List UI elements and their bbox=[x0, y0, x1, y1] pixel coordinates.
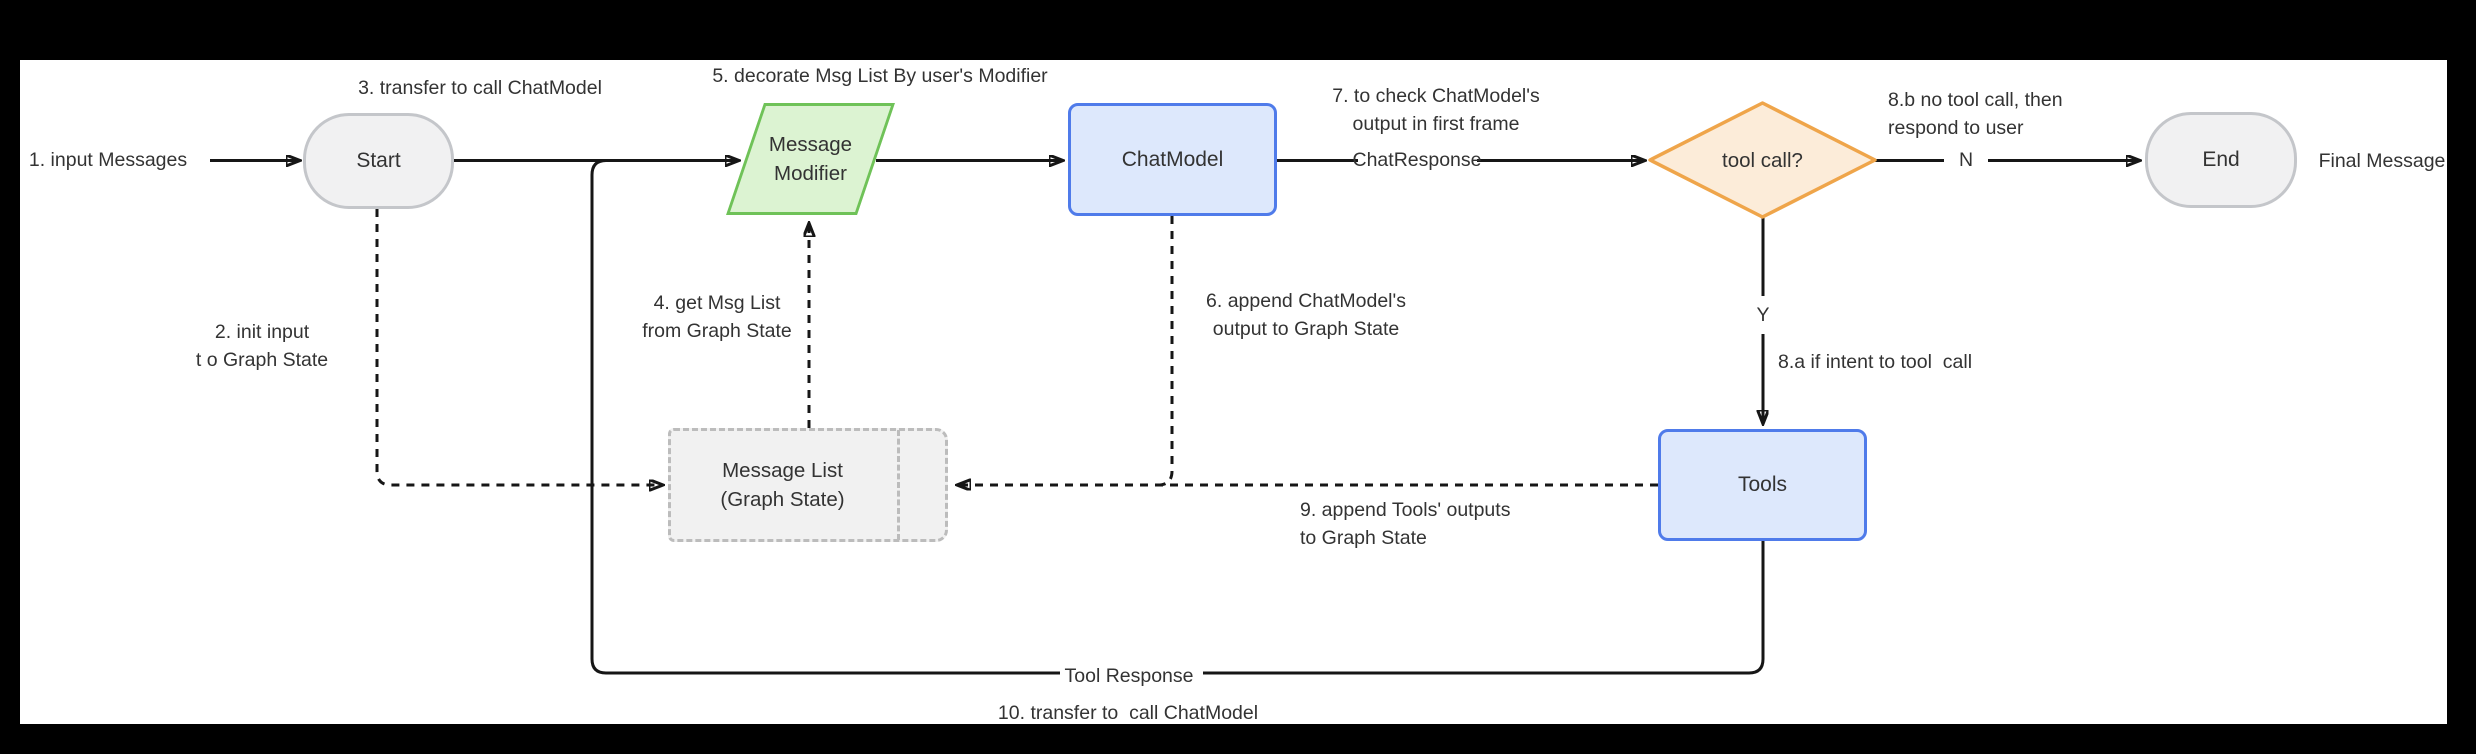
label-step6-line2: output to Graph State bbox=[1212, 318, 1400, 340]
node-message-list-label: Message List (Graph State) bbox=[668, 428, 897, 542]
label-step8b-line1: 8.b no tool call, then bbox=[1888, 89, 2063, 111]
node-tools-label: Tools bbox=[1737, 473, 1788, 496]
node-end: End bbox=[2145, 112, 2297, 208]
label-yes: Y bbox=[1756, 304, 1770, 326]
label-no: N bbox=[1958, 149, 1974, 171]
message-modifier-line1: Message bbox=[768, 133, 853, 156]
label-final-message: Final Message bbox=[2318, 150, 2446, 172]
label-step9: 9. append Tools' outputs to Graph State bbox=[1300, 496, 1510, 552]
label-step7: 7. to check ChatModel's output in first … bbox=[1332, 82, 1540, 138]
message-list-line1: Message List bbox=[722, 459, 843, 482]
tool-call-text: tool call? bbox=[1722, 148, 1803, 172]
label-tool-response: Tool Response bbox=[1064, 665, 1194, 687]
label-step9-line1: 9. append Tools' outputs bbox=[1300, 499, 1511, 521]
node-start-label: Start bbox=[356, 149, 401, 172]
node-chatmodel: ChatModel bbox=[1068, 103, 1277, 216]
label-step2-line2: t o Graph State bbox=[195, 349, 329, 371]
label-step7-line2: output in first frame bbox=[1352, 113, 1520, 135]
label-step2-line1: 2. init input bbox=[214, 321, 310, 343]
label-step5: 5. decorate Msg List By user's Modifier bbox=[712, 65, 1048, 87]
label-chat-response: ChatResponse bbox=[1352, 149, 1482, 171]
label-step4-line1: 4. get Msg List bbox=[653, 292, 781, 314]
node-message-modifier-label: Message Modifier bbox=[725, 103, 896, 215]
node-chatmodel-label: ChatModel bbox=[1121, 147, 1224, 171]
label-step4-line2: from Graph State bbox=[642, 320, 792, 342]
node-end-label: End bbox=[2202, 148, 2240, 171]
node-start: Start bbox=[303, 113, 454, 209]
edge-tool-response-left bbox=[590, 159, 1060, 675]
label-step6: 6. append ChatModel's output to Graph St… bbox=[1206, 287, 1406, 343]
label-step7-line1: 7. to check ChatModel's bbox=[1332, 85, 1540, 107]
node-message-list bbox=[668, 428, 948, 542]
message-list-line2: (Graph State) bbox=[720, 488, 845, 511]
label-step4: 4. get Msg List from Graph State bbox=[642, 289, 792, 345]
tool-call-diamond-shape bbox=[1648, 101, 1877, 219]
edge-tool-response-right bbox=[1203, 541, 1765, 675]
node-tools: Tools bbox=[1658, 429, 1867, 541]
node-tool-call-label: tool call? bbox=[1672, 104, 1853, 216]
label-step3: 3. transfer to call ChatModel bbox=[358, 77, 602, 99]
edge-chatmodel-to-message-list bbox=[1157, 216, 1174, 487]
label-step6-line1: 6. append ChatModel's bbox=[1206, 290, 1406, 312]
label-step9-line2: to Graph State bbox=[1300, 527, 1427, 549]
label-step8b: 8.b no tool call, then respond to user bbox=[1888, 86, 2063, 142]
label-step8b-line2: respond to user bbox=[1888, 117, 2024, 139]
message-modifier-line2: Modifier bbox=[774, 162, 847, 185]
message-list-divider bbox=[897, 430, 900, 540]
label-step10: 10. transfer to call ChatModel bbox=[997, 702, 1259, 724]
edge-start-to-message-list bbox=[375, 209, 662, 485]
label-step8a: 8.a if intent to tool call bbox=[1778, 351, 1973, 373]
label-step2: 2. init input t o Graph State bbox=[196, 318, 328, 374]
label-step1: 1. input Messages bbox=[28, 149, 188, 171]
